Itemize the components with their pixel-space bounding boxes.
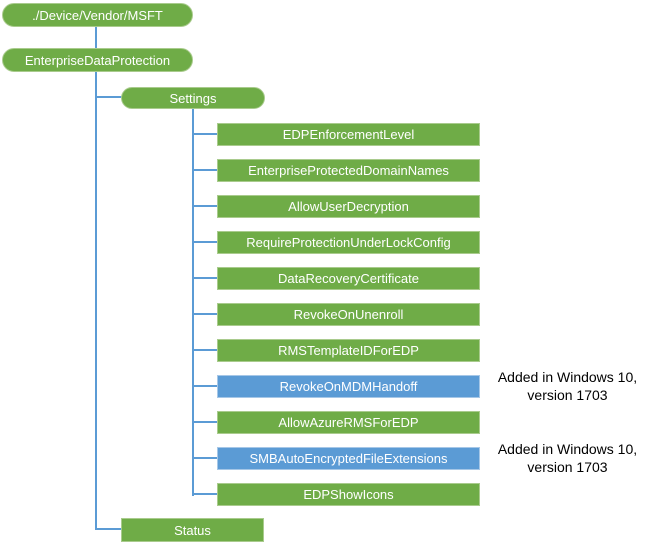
tree-node-rms-template-id-for-edp: RMSTemplateIDForEDP	[217, 339, 480, 362]
connector-line	[192, 169, 218, 171]
tree-node-settings: Settings	[121, 87, 265, 109]
connector-line	[192, 385, 218, 387]
connector-line	[192, 277, 218, 279]
connector-line	[192, 205, 218, 207]
connector-line	[95, 27, 97, 48]
tree-node-edp-enforcement-level: EDPEnforcementLevel	[217, 123, 480, 146]
tree-node-device-vendor-msft: ./Device/Vendor/MSFT	[2, 3, 193, 27]
tree-node-enterprise-data-protection: EnterpriseDataProtection	[2, 48, 193, 72]
connector-line	[95, 96, 122, 98]
annotation-line: Added in Windows 10,	[497, 369, 638, 385]
connector-line	[192, 421, 218, 423]
connector-line	[95, 528, 122, 530]
connector-line	[192, 313, 218, 315]
annotation-added-windows10-1703: Added in Windows 10, version 1703	[487, 440, 648, 476]
tree-node-revoke-on-unenroll: RevokeOnUnenroll	[217, 303, 480, 326]
annotation-line: version 1703	[527, 387, 608, 403]
tree-node-revoke-on-mdm-handoff: RevokeOnMDMHandoff	[217, 375, 480, 398]
tree-node-status: Status	[121, 518, 264, 542]
annotation-line: Added in Windows 10,	[497, 441, 638, 457]
connector-line	[192, 493, 218, 495]
tree-node-require-protection-under-lock-config: RequireProtectionUnderLockConfig	[217, 231, 480, 254]
connector-line	[192, 349, 218, 351]
tree-node-allow-azure-rms-for-edp: AllowAzureRMSForEDP	[217, 411, 480, 434]
tree-node-smb-auto-encrypted-file-extensions: SMBAutoEncryptedFileExtensions	[217, 447, 480, 470]
tree-node-edp-show-icons: EDPShowIcons	[217, 483, 480, 506]
annotation-added-windows10-1703: Added in Windows 10, version 1703	[487, 368, 648, 404]
connector-line	[192, 241, 218, 243]
connector-line	[192, 108, 194, 496]
annotation-line: version 1703	[527, 459, 608, 475]
connector-line	[192, 457, 218, 459]
tree-node-enterprise-protected-domain-names: EnterpriseProtectedDomainNames	[217, 159, 480, 182]
tree-node-allow-user-decryption: AllowUserDecryption	[217, 195, 480, 218]
connector-line	[95, 72, 97, 530]
connector-line	[192, 133, 218, 135]
tree-node-data-recovery-certificate: DataRecoveryCertificate	[217, 267, 480, 290]
